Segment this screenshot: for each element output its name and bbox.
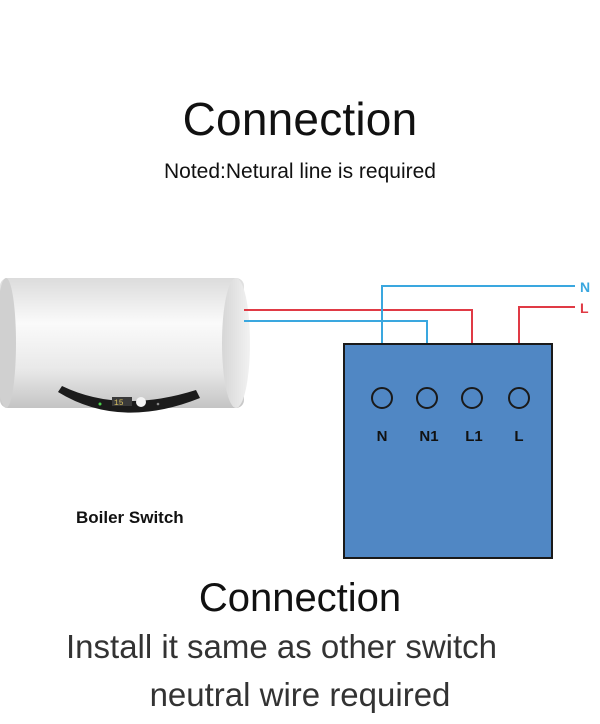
terminal-l: L <box>508 387 530 445</box>
switch-box: N N1 L1 L <box>343 343 553 559</box>
terminal-label-n1: N1 <box>419 428 438 445</box>
terminal-label-l: L <box>514 428 523 445</box>
terminal-l1: L1 <box>461 387 483 445</box>
terminal-label-l1: L1 <box>465 428 483 445</box>
boiler-switch-caption: Boiler Switch <box>76 508 184 527</box>
boiler-display: 15 <box>114 399 124 408</box>
terminal-n1: N1 <box>416 387 439 445</box>
boiler-control-panel: 15 <box>58 386 200 413</box>
terminal-label-n: N <box>377 428 388 445</box>
wire-label-n: N <box>580 279 590 295</box>
neutral-requirement: neutral wire required <box>149 676 451 713</box>
bottom-title: Connection <box>198 576 402 620</box>
boiler-illustration: 15 <box>0 278 250 413</box>
boiler-knob-icon <box>136 397 146 407</box>
terminal-n: N <box>371 387 393 445</box>
install-instruction: Install it same as other switch <box>66 628 497 665</box>
page-title: Connection <box>182 93 418 145</box>
note-text: Noted:Netural line is required <box>164 160 436 183</box>
wire-label-l: L <box>580 300 589 316</box>
